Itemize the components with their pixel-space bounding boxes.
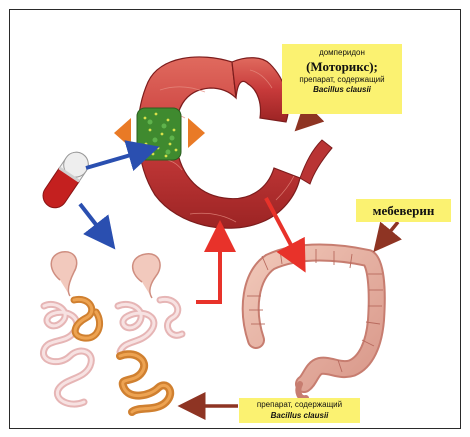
label-bottom-line2: Bacillus clausii: [239, 410, 360, 421]
label-top-line1: домперидон: [282, 47, 402, 58]
arrow-intestine-to-stomach: [196, 232, 220, 302]
label-top-line2: (Моторикс);: [282, 58, 402, 75]
colon-illustration: [247, 248, 383, 398]
label-mebeverine: мебеверин: [356, 199, 451, 222]
arrow-capsule-to-stomach: [86, 150, 148, 168]
label-bottom-line1: препарат, содержащий: [239, 399, 360, 410]
label-top-line4: Bacillus clausii: [282, 85, 402, 95]
small-intestine-illustration-left: [43, 252, 99, 404]
small-intestine-illustration-right: [118, 254, 182, 412]
label-bacillus-clausii: препарат, содержащий Bacillus clausii: [239, 398, 360, 423]
right-motility-triangle: [188, 118, 205, 148]
arrow-capsule-to-intestine: [80, 204, 108, 240]
pointer-middle-label: [380, 222, 398, 244]
label-top-line3: препарат, содержащий: [282, 75, 402, 85]
label-domperidone: домперидон (Моторикс); препарат, содержа…: [282, 44, 402, 114]
capsule-icon: [38, 148, 93, 213]
left-motility-triangle: [114, 118, 131, 148]
